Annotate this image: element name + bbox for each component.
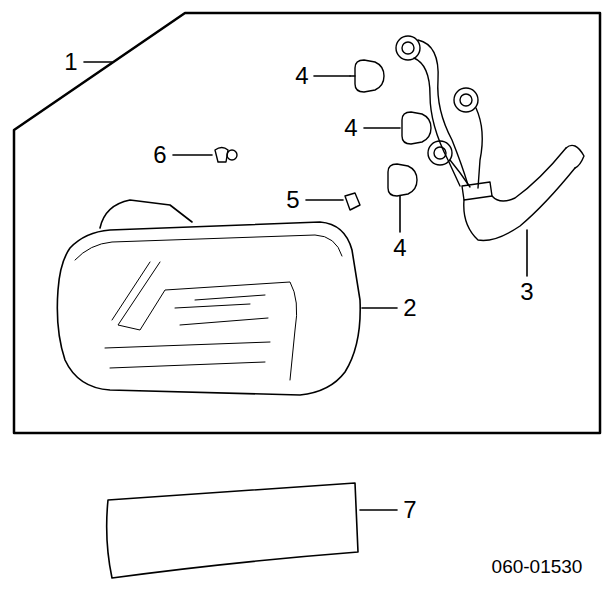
callout-number: 3 (520, 280, 533, 304)
callout-number: 7 (403, 498, 416, 522)
reflector (107, 483, 358, 578)
callout-number: 4 (393, 236, 406, 260)
leader-lines (84, 62, 527, 510)
wedge-bulbs (350, 60, 431, 196)
assembly-frame (14, 13, 600, 433)
wiring-harness (414, 40, 584, 240)
lamp-housing (57, 200, 360, 395)
callout-number: 6 (153, 143, 166, 167)
callout-number: 1 (64, 50, 77, 74)
callout-number: 2 (403, 296, 416, 320)
drawing-code: 060-01530 (492, 557, 583, 576)
callout-number: 5 (286, 188, 299, 212)
callout-number: 4 (344, 116, 357, 140)
bulb-sockets (396, 36, 478, 165)
callout-number: 4 (295, 64, 308, 88)
